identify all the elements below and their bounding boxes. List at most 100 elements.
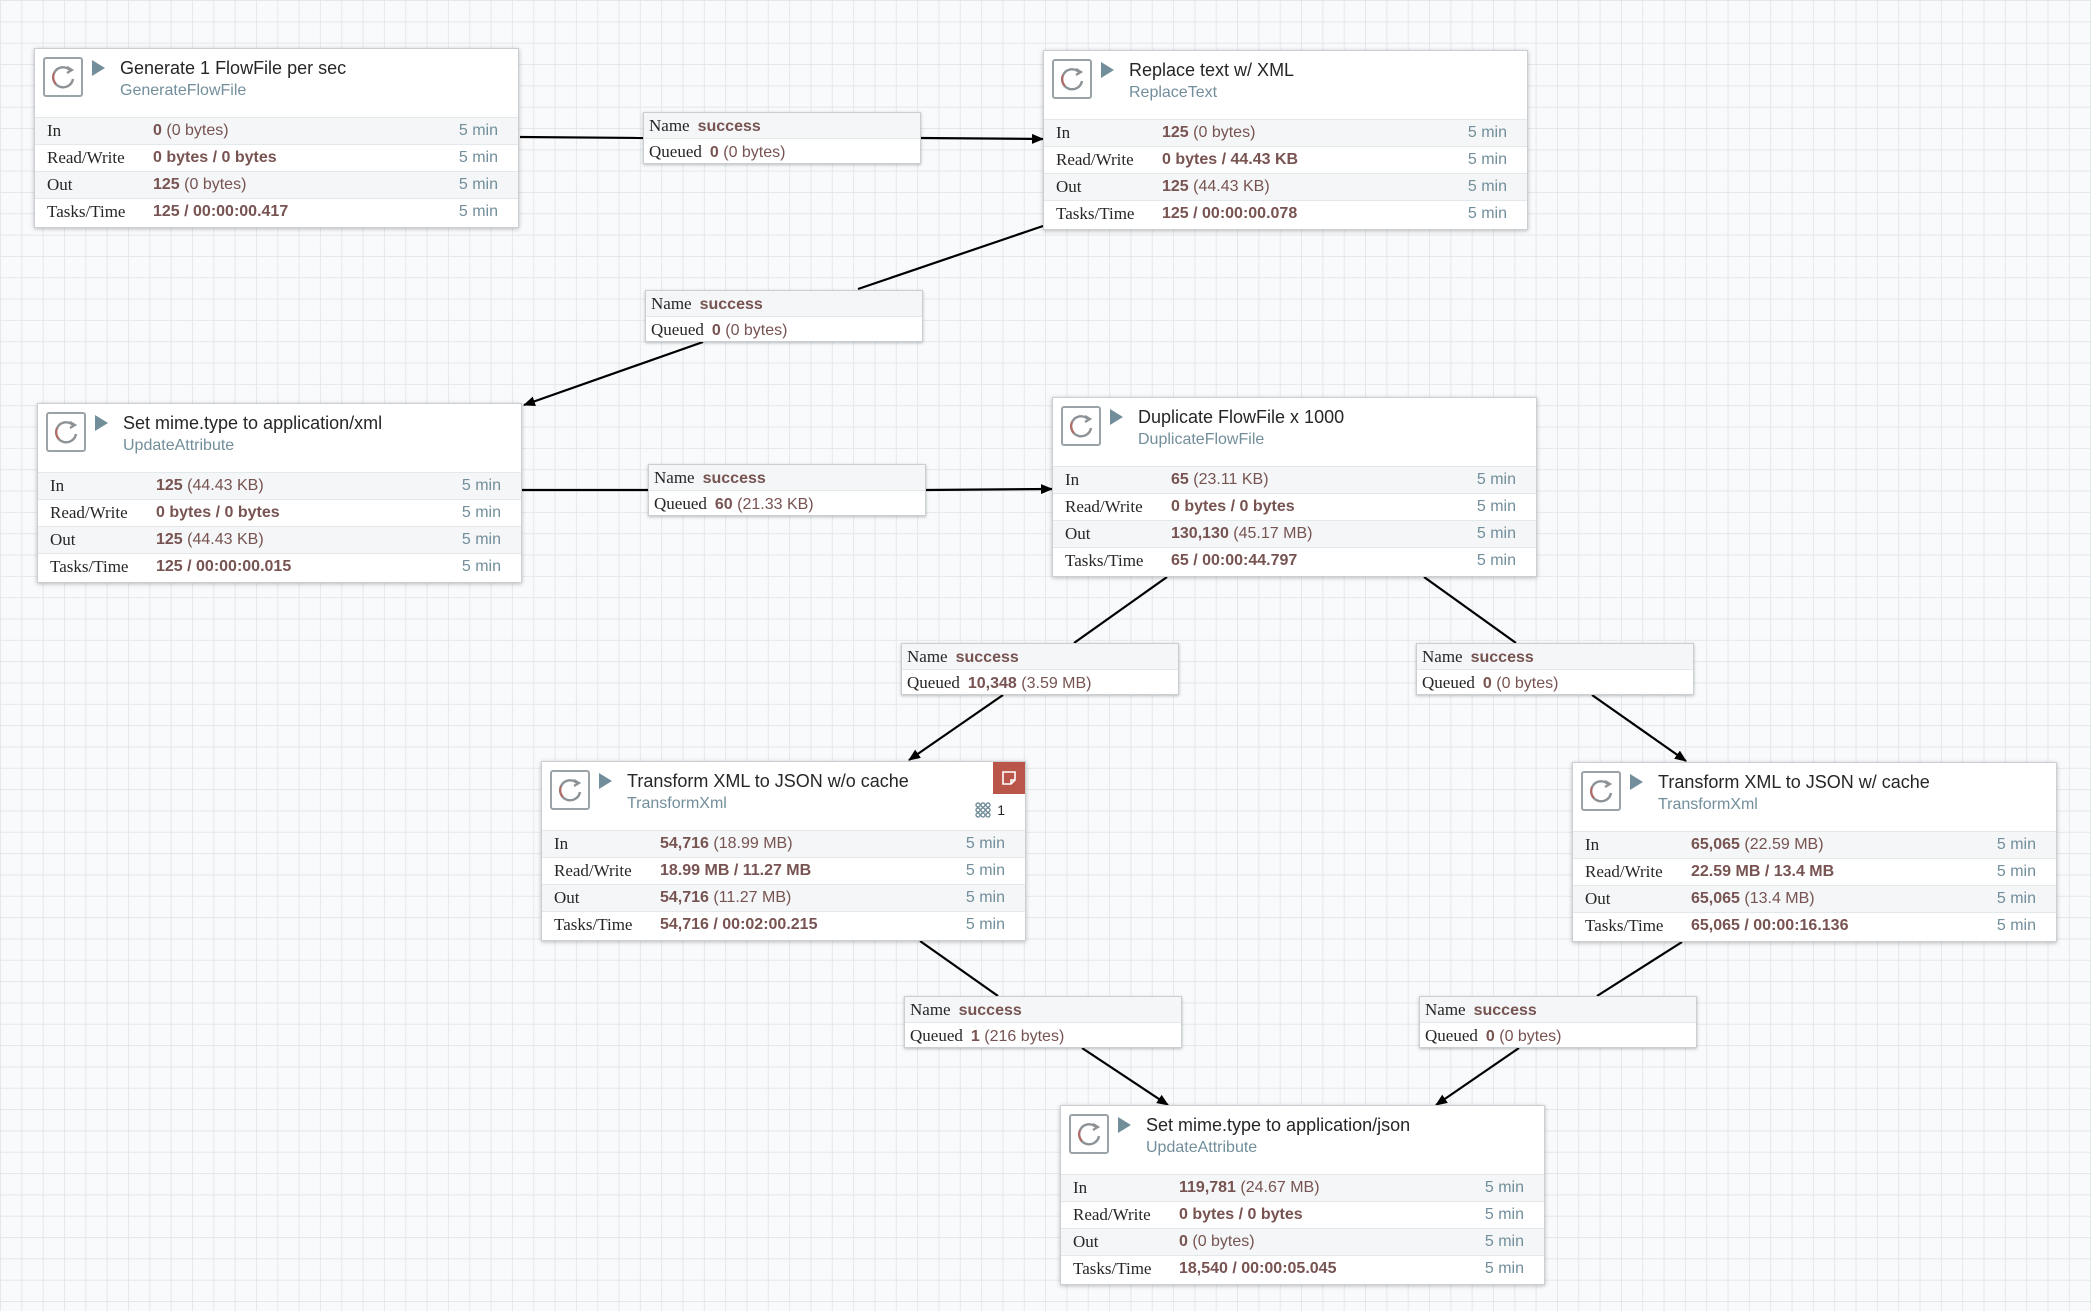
connection-name: success (697, 118, 761, 135)
connection-line[interactable] (1435, 1047, 1520, 1106)
stat-value-main: 130,130 (1171, 525, 1229, 542)
connection-line[interactable] (919, 940, 999, 997)
connection-name: success (702, 470, 766, 487)
connection-queued-size: (0 bytes) (723, 144, 786, 161)
stat-label: Out (47, 175, 73, 194)
connection-name: success (1473, 1002, 1537, 1019)
stat-value: 125 / 00:00:00.417 (153, 199, 288, 225)
connection-line[interactable] (857, 224, 1044, 291)
stat-window: 5 min (965, 862, 1005, 879)
play-icon[interactable] (599, 773, 612, 789)
stat-window: 5 min (461, 504, 501, 521)
connection-line[interactable] (1073, 576, 1168, 644)
active-threads: 1 (975, 802, 1005, 818)
connection-name-label: Name (651, 294, 692, 313)
play-icon[interactable] (1101, 62, 1114, 78)
connection-line[interactable] (1591, 694, 1687, 762)
connection-line[interactable] (908, 694, 1004, 761)
processor-type: TransformXml (1658, 796, 1758, 813)
stat-window: 5 min (1467, 124, 1507, 141)
processor-icon (43, 57, 83, 97)
play-icon[interactable] (1110, 409, 1123, 425)
play-icon[interactable] (1118, 1117, 1131, 1133)
connection-queued-count: 10,348 (967, 675, 1017, 692)
stat-value-size: (22.59 MB) (1744, 836, 1824, 853)
stat-value-size: (44.43 KB) (187, 531, 264, 548)
connection-line[interactable] (920, 133, 1044, 144)
stat-label: Tasks/Time (1065, 551, 1144, 570)
stat-value: 125 (0 bytes) (153, 172, 246, 198)
processor-name: Replace text w/ XML (1129, 60, 1295, 80)
play-icon[interactable] (95, 415, 108, 431)
connection-line[interactable] (1081, 1047, 1169, 1106)
stat-label: Read/Write (47, 148, 125, 167)
bulletin-icon[interactable] (993, 762, 1025, 794)
stat-value-main: 0 (153, 122, 162, 139)
stat-value-main: 54,716 (660, 889, 709, 906)
stat-label: In (47, 121, 62, 140)
stat-label: Read/Write (50, 503, 128, 522)
processor-icon (550, 770, 590, 810)
stat-window: 5 min (965, 916, 1005, 933)
stat-label: In (50, 476, 65, 495)
stat-window: 5 min (1484, 1260, 1524, 1277)
stat-label: Read/Write (1073, 1205, 1151, 1224)
play-icon[interactable] (1630, 774, 1643, 790)
threads-icon (975, 802, 991, 818)
connection-line[interactable] (925, 484, 1053, 495)
connection-line[interactable] (523, 340, 704, 407)
stat-window: 5 min (461, 531, 501, 548)
stat-label: Out (1065, 524, 1091, 543)
processor-icon (1069, 1114, 1109, 1154)
stat-label: Tasks/Time (554, 915, 633, 934)
processor-name: Transform XML to JSON w/ cache (1658, 772, 1930, 792)
stat-value: 65,065 (22.59 MB) (1691, 832, 1824, 858)
processor-name: Set mime.type to application/json (1146, 1115, 1411, 1135)
stat-value-main: 0 (1179, 1233, 1188, 1250)
connection-line[interactable] (1423, 576, 1517, 644)
play-icon[interactable] (92, 60, 105, 76)
stat-value-size: (13.4 MB) (1744, 890, 1815, 907)
stat-label: Read/Write (1585, 862, 1663, 881)
stat-window: 5 min (461, 477, 501, 494)
stat-value: 65,065 (13.4 MB) (1691, 886, 1815, 912)
connection-name-label: Name (1425, 1000, 1466, 1019)
processor-name: Transform XML to JSON w/o cache (627, 771, 909, 791)
stat-window: 5 min (965, 835, 1005, 852)
stat-value: 125 (44.43 KB) (1162, 174, 1270, 200)
connection-line[interactable] (1596, 941, 1683, 997)
stat-value-size: (0 bytes) (1192, 1233, 1255, 1250)
stat-window: 5 min (1467, 151, 1507, 168)
stat-value-size: (24.67 MB) (1240, 1179, 1320, 1196)
connection-line[interactable] (519, 135, 644, 140)
